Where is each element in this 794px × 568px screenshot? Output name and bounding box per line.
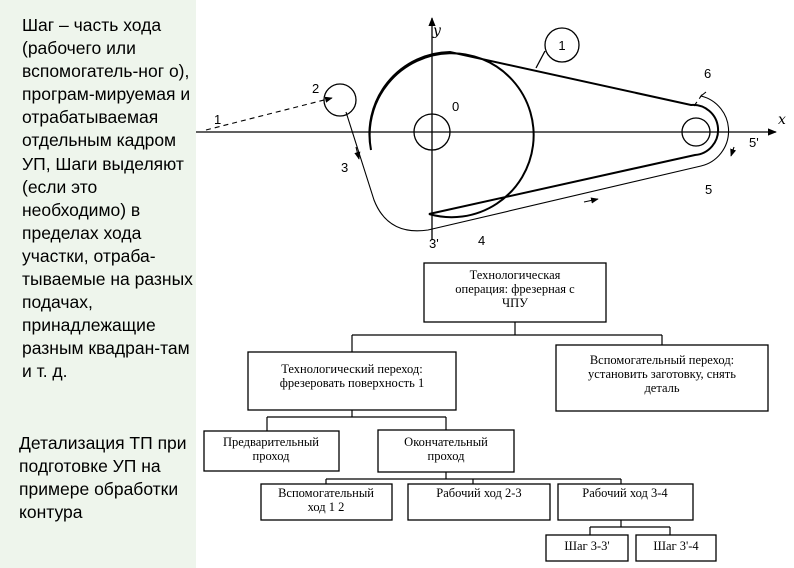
tool-path: [345, 91, 730, 232]
caption-text: Детализация ТП при подготовке УП на прим…: [19, 433, 187, 523]
start-circle: [323, 83, 357, 117]
tree-l3-box-2: [557, 483, 694, 521]
tree-root-box: [423, 262, 607, 323]
origin-label: 0: [452, 99, 459, 114]
tree-l4-label-1: Шаг 3'-4: [653, 539, 699, 553]
tree-l1-box-1: [555, 344, 769, 412]
point-label-4: 4: [478, 233, 485, 248]
part-contour: [368, 50, 720, 219]
tree-l1-label-0: Технологический переход:фрезеровать пове…: [280, 362, 424, 390]
tree-l3-box-0: [260, 483, 393, 521]
tree-l1-label-1: Вспомогательный переход:установить загот…: [588, 353, 736, 395]
tree-l4-box-1: [635, 534, 717, 562]
tree-l1-box-0: [247, 351, 457, 411]
approach-path: [205, 96, 333, 131]
y-axis-label: y: [432, 23, 442, 39]
tree-l4-box-0: [545, 534, 629, 562]
tree-l2-box-1: [377, 429, 515, 473]
end-hole: [681, 117, 711, 147]
point-label-2: 2: [312, 81, 319, 96]
step-definition-text: Шаг – часть хода (рабочего или вспомогат…: [22, 15, 193, 382]
left-text-panel: [0, 0, 196, 568]
x-axis-label: x: [778, 112, 786, 128]
surface-marker-circle: [544, 27, 580, 63]
path-arrow-4: [583, 197, 599, 204]
circled-label-1: 1: [558, 38, 565, 53]
tree-l3-box-1: [407, 483, 551, 521]
point-label-1: 1: [214, 112, 221, 127]
point-label-3: 3: [341, 160, 348, 175]
tree-l2-box-0: [203, 430, 340, 472]
center-hole: [413, 113, 451, 151]
exit-path: [693, 91, 705, 107]
point-label-3-prime: 3': [429, 236, 439, 251]
diagram-canvas: 1 2 3 3' 4 5 5' 6 0 1 y x Технологическа…: [196, 17, 786, 562]
tree-l3-label-2: Рабочий ход 3-4: [582, 486, 668, 500]
path-arrow-5: [730, 146, 737, 157]
marker-leader: [535, 50, 546, 69]
tree-l4-label-0: Шаг 3-3': [564, 539, 609, 553]
point-label-5: 5: [705, 182, 712, 197]
contour-drawing: 1 2 3 3' 4 5 5' 6 0 1 y x: [196, 17, 786, 251]
point-label-6: 6: [704, 66, 711, 81]
tree-l3-label-1: Рабочий ход 2-3: [436, 486, 521, 500]
path-arrow-3: [354, 146, 361, 160]
point-label-5-prime: 5': [749, 135, 759, 150]
